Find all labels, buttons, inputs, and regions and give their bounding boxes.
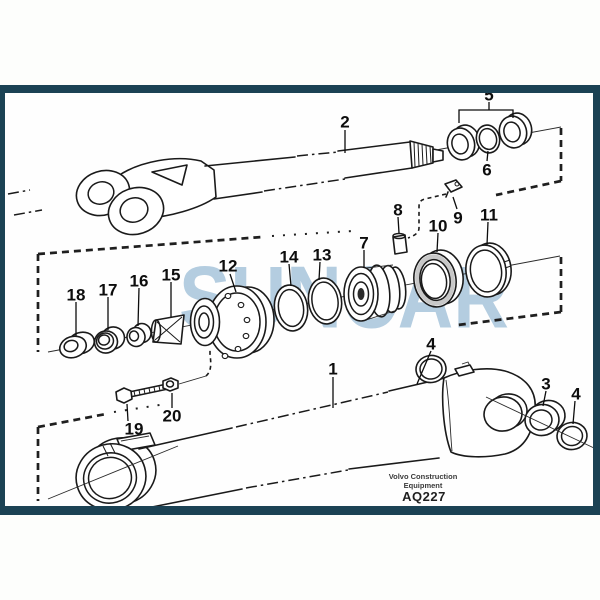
callout-leader-8 [397,216,400,234]
part-9-fitting [407,179,463,239]
part-label-6: 6 [482,161,491,180]
rod-eye-rear-hole [87,181,115,205]
callout-leader-3 [542,390,547,407]
part-label-20: 20 [163,407,182,426]
part-label-8: 8 [393,201,402,220]
part-label-17: 17 [99,281,118,300]
part-label-4: 4 [571,385,581,404]
footer-line1: Volvo Construction [389,472,458,481]
callout-leader-13 [318,261,321,281]
part-7-piston [343,264,407,322]
part-label-10: 10 [429,217,448,236]
part-10-ring [413,249,464,308]
callout-leader-11 [486,221,489,246]
rod-eye-front-hole [119,197,149,223]
part-11-ring [465,242,512,298]
callout-leader-10 [436,232,439,253]
part-label-9: 9 [453,209,462,228]
callout-leader-6 [486,150,489,162]
gland-piston-kit [36,179,563,404]
part-label-14: 14 [280,248,299,267]
rod-clevis-detail [151,164,188,186]
part-label-4: 4 [426,335,436,354]
piston-rod-assembly [7,140,444,236]
part-13-oring [307,277,343,325]
footer-caption: Volvo Construction Equipment AQ227 [389,472,458,504]
callout-leader-4 [572,400,576,425]
frame-bottom [0,506,600,515]
frame-top [0,85,600,93]
part-label-13: 13 [313,246,332,265]
rod-eye-front [107,186,165,236]
part-12-gland [189,285,275,360]
footer-code: AQ227 [402,489,446,504]
part-4-seal-right [556,421,588,451]
callout-leader-16 [137,287,140,327]
frame-border [0,85,600,515]
callout-leader-12 [229,273,237,293]
axis-line-collar [47,445,179,500]
part-label-19: 19 [125,420,144,439]
frame-right [593,85,600,515]
frame-left [0,85,5,515]
part-label-5: 5 [484,86,493,105]
part-label-11: 11 [480,206,498,225]
part-label-18: 18 [67,286,86,305]
part-label-3: 3 [541,375,550,394]
barrel-head [441,361,536,458]
axis-line-head [485,396,595,449]
part-label-15: 15 [162,266,181,285]
footer-line2: Equipment [404,481,443,490]
callout-leader-19 [126,403,129,422]
part-8-plug [392,232,408,255]
part-15-cone [150,314,185,345]
part-20-nut [162,349,212,392]
part-label-1: 1 [328,360,337,379]
callout-leader-5 [458,109,514,123]
rod-tip [432,148,444,163]
barrel-assembly [36,354,595,511]
barrel-collar [75,432,157,511]
part-label-7: 7 [359,234,368,253]
callout-leader-4 [416,350,432,385]
callout-leader-14 [288,263,292,287]
part-label-16: 16 [130,272,149,291]
part-label-12: 12 [219,257,238,276]
part-label-2: 2 [340,113,349,132]
callout-leader-9 [452,196,458,210]
rod-seal-kit [435,112,563,197]
